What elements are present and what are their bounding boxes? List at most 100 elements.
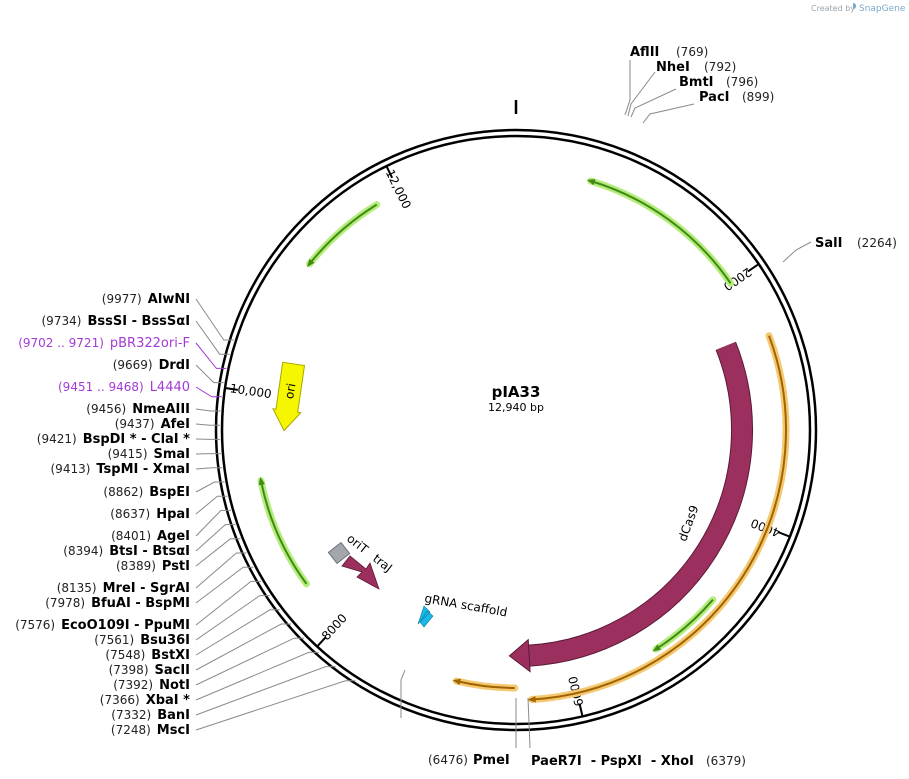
site-position: (7332) bbox=[111, 708, 151, 722]
site-name: BfuAI - BspMI bbox=[91, 596, 190, 611]
site-label[interactable]: (7398)SacII bbox=[109, 663, 190, 678]
site-label[interactable]: NheI (792) bbox=[656, 60, 736, 75]
feature-arrow[interactable] bbox=[452, 677, 519, 692]
tick-mark bbox=[578, 703, 584, 717]
feature-arrow[interactable] bbox=[586, 177, 735, 287]
site-position: (7576) bbox=[15, 618, 55, 632]
site-position: (9977) bbox=[102, 292, 142, 306]
feature-arrow[interactable] bbox=[257, 476, 310, 588]
backbone-outer-strand bbox=[214, 128, 818, 732]
site-position: (769) bbox=[676, 45, 708, 59]
site-name: L4440 bbox=[150, 380, 190, 395]
site-name: BtsI - BtsαI bbox=[109, 544, 190, 559]
site-name: XbaI * bbox=[146, 693, 190, 708]
site-name: NmeAIII bbox=[132, 402, 190, 417]
leader-line bbox=[527, 697, 531, 749]
tick-mark bbox=[316, 636, 327, 648]
feature-arrow[interactable] bbox=[652, 596, 717, 653]
site-position: (6476) bbox=[428, 753, 468, 767]
site-label[interactable]: (8862)BspEI bbox=[103, 485, 190, 500]
primer-label[interactable]: (9702 .. 9721)pBR322ori-F bbox=[18, 336, 190, 351]
site-label[interactable]: (7366)XbaI * bbox=[100, 693, 190, 708]
leader-line bbox=[195, 680, 356, 731]
site-label[interactable]: (7332)BanI bbox=[111, 708, 190, 723]
site-label[interactable]: (8401)AgeI bbox=[111, 529, 190, 544]
leader-line bbox=[195, 423, 220, 426]
site-name: BmtI bbox=[679, 75, 714, 90]
site-label[interactable]: (9415)SmaI bbox=[108, 447, 190, 462]
site-label[interactable]: (9456) NmeAIII bbox=[86, 402, 190, 417]
site-label[interactable]: (9669)DrdI bbox=[113, 358, 190, 373]
site-label[interactable]: (6476) PmeI bbox=[428, 753, 510, 768]
site-label[interactable]: PaeR7I - PspXI - XhoI (6379) bbox=[531, 754, 746, 769]
site-group-bottom: (6476) PmeI PaeR7I - PspXI - XhoI (6379) bbox=[400, 669, 746, 769]
leader-line bbox=[195, 666, 336, 716]
leader-line bbox=[630, 88, 677, 118]
site-label[interactable]: (9437) AfeI bbox=[115, 417, 190, 432]
site-label[interactable]: (7248)MscI bbox=[111, 723, 190, 738]
site-label[interactable]: AflII (769) bbox=[630, 45, 708, 60]
feature-block bbox=[272, 361, 306, 432]
site-label[interactable]: (7392)NotI bbox=[113, 678, 190, 693]
leader-line bbox=[195, 538, 241, 567]
leader-line bbox=[195, 623, 292, 671]
site-label[interactable]: (8135)MreI - SgrAI bbox=[57, 581, 190, 596]
feature-gRNA-scaffold: gRNA scaffold bbox=[417, 591, 508, 628]
feature-label: dCas9 bbox=[675, 503, 701, 543]
site-name: AfeI bbox=[161, 417, 190, 432]
site-position: (9451 .. 9468) bbox=[58, 380, 144, 394]
site-label[interactable]: (8389)PstI bbox=[116, 559, 190, 574]
site-label[interactable]: (7576)EcoO109I - PpuMI bbox=[15, 618, 190, 633]
site-label[interactable]: (7978) BfuAI - BspMI bbox=[45, 596, 190, 611]
leader-line bbox=[642, 103, 695, 124]
site-position: (796) bbox=[726, 75, 758, 89]
site-position: (8135) bbox=[57, 581, 97, 595]
plasmid-name: pIA33 bbox=[492, 383, 541, 401]
site-label[interactable]: (9734) BssSI - BssSαI bbox=[42, 314, 191, 329]
site-position: (7978) bbox=[45, 596, 85, 610]
traJ-label: traJ bbox=[370, 551, 395, 575]
leader-line bbox=[624, 60, 631, 116]
site-label[interactable]: (7561)Bsu36I bbox=[94, 633, 190, 648]
site-label[interactable]: BmtI (796) bbox=[679, 75, 758, 90]
feature-arrow[interactable] bbox=[527, 332, 790, 703]
site-label[interactable]: (8637)HpaI bbox=[110, 507, 190, 522]
site-name: AgeI bbox=[157, 529, 190, 544]
feature-arrow[interactable]: ori bbox=[272, 361, 306, 432]
tick-mark bbox=[224, 387, 239, 391]
site-label[interactable]: SalI (2264) bbox=[815, 236, 897, 251]
site-label[interactable]: (9421)BspDI * - ClaI * bbox=[37, 432, 190, 447]
site-label[interactable]: (7548)BstXI bbox=[105, 648, 190, 663]
site-position: (9456) bbox=[86, 402, 126, 416]
site-position: (9437) bbox=[115, 417, 155, 431]
site-name: BspDI * - ClaI * bbox=[83, 432, 190, 447]
leader-line bbox=[195, 651, 319, 701]
site-name: NheI bbox=[656, 60, 690, 75]
site-name: NotI bbox=[159, 678, 190, 693]
site-label[interactable]: (8394)BtsI - BtsαI bbox=[63, 544, 190, 559]
site-name: AlwNI bbox=[148, 292, 190, 307]
leader-line bbox=[195, 364, 224, 384]
site-label[interactable]: (9977) AlwNI bbox=[102, 292, 190, 307]
leader-line bbox=[195, 580, 261, 626]
site-label[interactable]: (9413)TspMI - XmaI bbox=[51, 462, 190, 477]
leader-line bbox=[195, 386, 222, 398]
site-name: DrdI bbox=[159, 358, 190, 373]
leader-line bbox=[195, 524, 236, 552]
feature-arrow[interactable] bbox=[306, 201, 381, 268]
primer-label[interactable]: (9451 .. 9468) L4440 bbox=[58, 380, 190, 395]
leader-line bbox=[627, 71, 656, 117]
site-name: pBR322ori-F bbox=[110, 336, 190, 351]
leader-line bbox=[195, 595, 270, 641]
site-position: (6379) bbox=[706, 754, 746, 768]
feature-glow bbox=[306, 201, 381, 268]
site-name: SalI bbox=[815, 236, 842, 251]
site-name: TspMI - XmaI bbox=[96, 462, 190, 477]
site-label[interactable]: PacI (899) bbox=[699, 90, 774, 105]
site-name: BssSI - BssSαI bbox=[88, 314, 191, 329]
snapgene-logo-icon bbox=[853, 3, 856, 9]
feature-traJ: traJ bbox=[341, 551, 395, 590]
leader-line bbox=[782, 241, 812, 263]
site-position: (9734) bbox=[42, 314, 82, 328]
